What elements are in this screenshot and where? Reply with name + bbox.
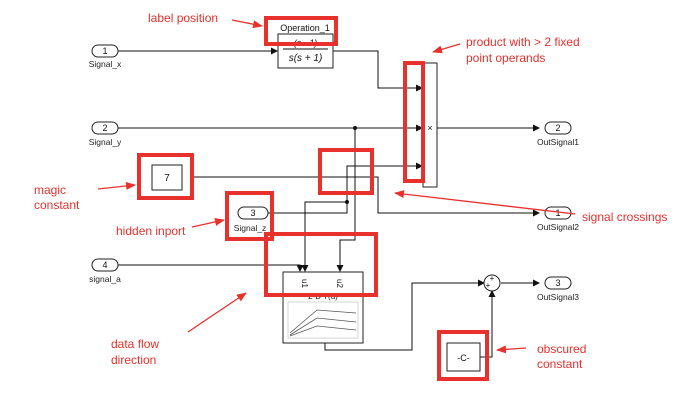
signal-y-branch[interactable] [336, 128, 356, 272]
outport-outsignal1[interactable]: 2 OutSignal1 [537, 121, 579, 147]
annotation-obscured-line1: obscured [537, 342, 586, 356]
highlight-hidden-inport [225, 191, 274, 241]
constant-magic-value: 7 [164, 173, 170, 184]
signal-z-to-product[interactable] [268, 162, 423, 214]
highlight-magic-constant [137, 153, 194, 200]
arrow-product [432, 43, 461, 54]
inport-signal-a[interactable]: 4 signal_a [89, 258, 121, 284]
inport-signal-y-number: 2 [102, 123, 107, 133]
branch-point-z [345, 200, 349, 204]
arrow-signal-crossings [394, 190, 576, 215]
product-block[interactable]: × [422, 62, 438, 188]
highlight-signal-crossing [318, 148, 374, 195]
annotation-product-line1: product with > 2 fixed [466, 35, 580, 49]
annotation-data-flow-line1: data flow [111, 337, 159, 351]
annotation-magic-line2: constant [34, 198, 80, 212]
sum-sign-top: + [490, 274, 495, 283]
lookup-input-u2: u2 [335, 279, 344, 288]
constant-obscured-value: -C- [457, 353, 470, 363]
sum-sign-left: + [486, 281, 491, 290]
lookup-input-u1: u1 [300, 279, 309, 288]
branch-point-y [353, 126, 357, 130]
outport-outsignal1-label: OutSignal1 [537, 137, 579, 147]
product-sign: × [427, 123, 432, 133]
lookup-curve-3 [289, 325, 357, 337]
arrow-hidden-inport [191, 218, 225, 228]
arrow-label-position [231, 19, 263, 29]
signal-c-to-sum[interactable] [480, 290, 496, 358]
highlight-product [403, 61, 425, 183]
signal-tf-to-product[interactable] [333, 50, 423, 92]
outport-outsignal1-number: 2 [555, 123, 560, 133]
highlight-boxes [137, 16, 489, 381]
inport-signal-y-label: Signal_y [89, 137, 122, 147]
transfer-fcn-name: Operation_1 [280, 23, 330, 33]
arrow-data-flow [187, 292, 247, 333]
annotation-label-position: label position [148, 11, 218, 25]
lookup-curve-2 [289, 317, 357, 336]
inport-signal-y[interactable]: 2 Signal_y [89, 121, 122, 147]
outport-outsignal3-number: 3 [555, 278, 560, 288]
arrow-magic-constant [97, 181, 136, 190]
constant-magic-block[interactable]: 7 [151, 164, 183, 191]
outport-outsignal2-label: OutSignal2 [537, 222, 579, 232]
inport-signal-x[interactable]: 1 Signal_x [89, 44, 122, 69]
outport-outsignal2-number: 1 [555, 208, 560, 218]
inport-signal-a-label: signal_a [89, 274, 121, 284]
signal-const-to-out2[interactable] [192, 176, 540, 217]
annotation-hidden-inport: hidden inport [116, 224, 186, 238]
highlight-obscured-constant [437, 330, 489, 381]
outport-outsignal3[interactable]: 3 OutSignal3 [537, 276, 579, 302]
arrow-obscured-constant [496, 345, 527, 354]
annotation-product-line2: point operands [466, 51, 545, 65]
inport-signal-z-label: Signal_z [234, 223, 267, 233]
outport-outsignal3-label: OutSignal3 [537, 292, 579, 302]
lookup-2d-block[interactable]: u1 u2 2-D T(u) [282, 271, 364, 344]
lookup-curve-1 [289, 309, 357, 334]
annotation-magic-line1: magic [34, 183, 66, 197]
annotation-obscured-line2: constant [537, 357, 583, 371]
signal-a-to-lookup[interactable] [118, 264, 304, 272]
signal-lookup-to-sum[interactable] [324, 279, 485, 351]
inport-signal-a-number: 4 [102, 260, 107, 270]
signal-z-branch[interactable] [301, 201, 347, 272]
transfer-fcn-block[interactable]: (s - 1) s(s + 1) [277, 33, 334, 69]
highlight-label-position [264, 16, 338, 46]
signal-lines [118, 47, 540, 358]
highlight-lookup-inputs [264, 232, 378, 297]
outport-outsignal2[interactable]: 1 OutSignal2 [537, 206, 579, 232]
inport-signal-x-number: 1 [102, 46, 107, 56]
transfer-fcn-denominator: s(s + 1) [289, 53, 323, 64]
annotation-data-flow-line2: direction [111, 353, 156, 367]
annotation-signal-crossings: signal crossings [582, 210, 667, 224]
inport-signal-z[interactable]: 3 Signal_z [234, 206, 269, 233]
annotation-arrows [97, 19, 576, 354]
inport-signal-x-label: Signal_x [89, 59, 122, 69]
constant-obscured-block[interactable]: -C- [446, 342, 481, 372]
sum-block[interactable]: + + [483, 274, 501, 292]
inport-signal-z-number: 3 [250, 208, 255, 218]
